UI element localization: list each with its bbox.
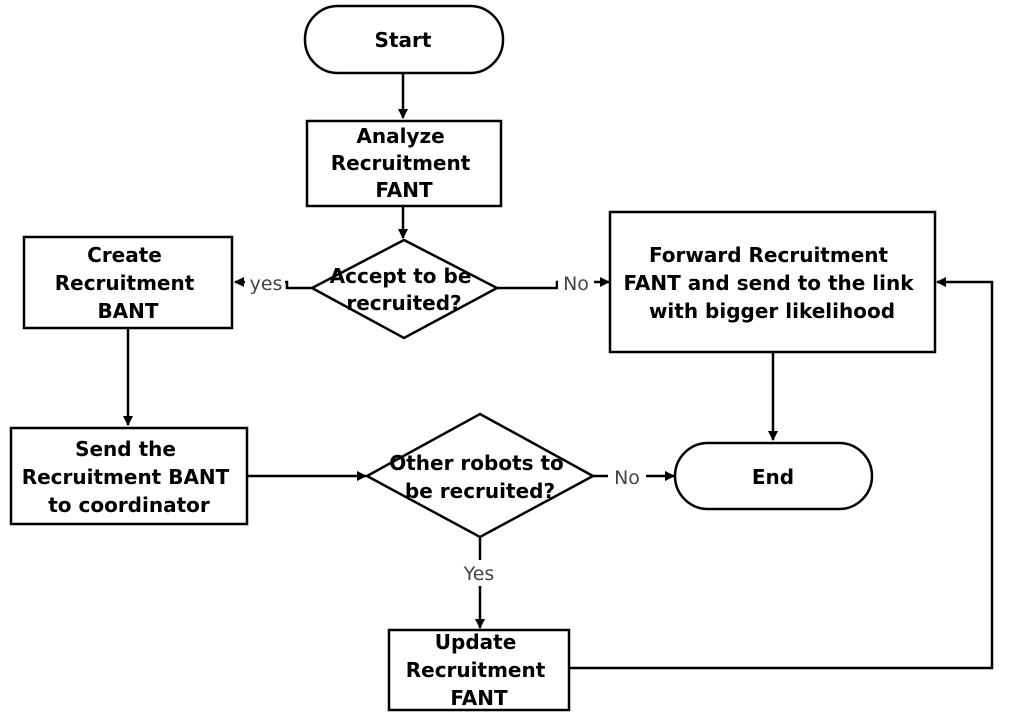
end-node: End [673, 441, 874, 511]
update-fant-node: Update Recruitment FANT [387, 628, 571, 712]
accept-decision-node: Accept to be recruited? [309, 238, 500, 340]
other-robots-decision-label: Other robots to be recruited? [389, 451, 571, 503]
create-bant-node: Create Recruitment BANT [22, 235, 234, 330]
send-bant-label: Send the Recruitment BANT to coordinator [22, 437, 237, 517]
accept-decision-label: Accept to be recruited? [330, 264, 479, 315]
update-fant-label: Update Recruitment FANT [406, 630, 553, 710]
edge-label-accept-no: No [563, 273, 589, 295]
analyze-fant-label: Analyze Recruitment FANT [331, 124, 478, 202]
other-robots-decision-node: Other robots to be recruited? [364, 412, 596, 539]
edge-labels: yes No No Yes [245, 270, 646, 586]
start-label: Start [375, 28, 432, 52]
start-node: Start [303, 4, 505, 75]
analyze-fant-node: Analyze Recruitment FANT [305, 119, 503, 208]
edges [123, 73, 994, 670]
edge-update-to-forward [570, 277, 994, 670]
create-bant-label: Create Recruitment BANT [55, 243, 202, 323]
forward-fant-node: Forward Recruitment FANT and send to the… [608, 210, 937, 354]
send-bant-node: Send the Recruitment BANT to coordinator [9, 426, 249, 526]
nodes: Start Analyze Recruitment FANT Accept to… [9, 4, 937, 712]
edge-label-accept-yes: yes [250, 273, 283, 295]
edge-label-other-yes: Yes [463, 563, 495, 585]
forward-fant-label: Forward Recruitment FANT and send to the… [624, 243, 921, 323]
edge-label-other-no: No [614, 467, 640, 489]
end-label: End [752, 465, 794, 489]
